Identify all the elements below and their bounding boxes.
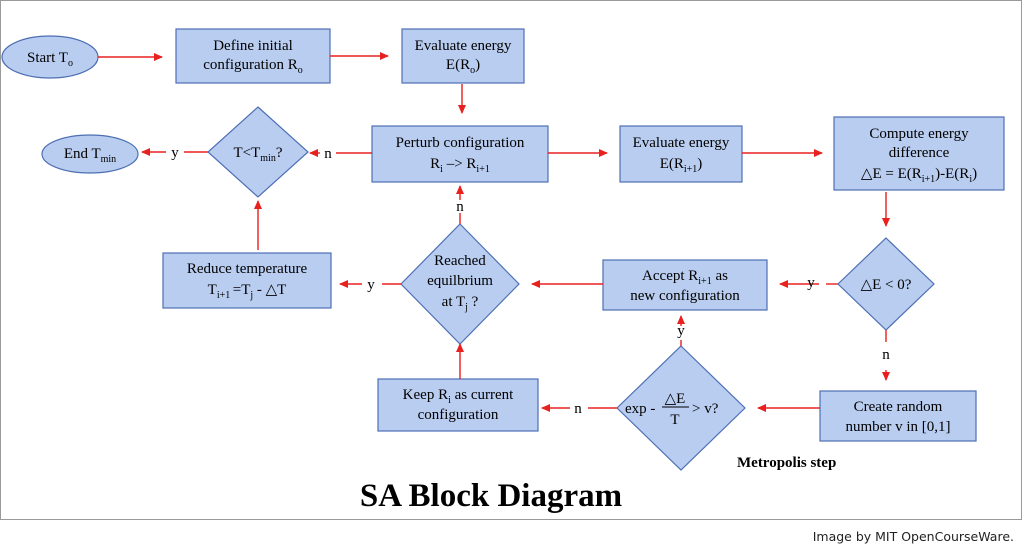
svg-text:at Tj ?: at Tj ? bbox=[442, 294, 479, 313]
yes-label-equilibrium: y bbox=[367, 277, 375, 293]
yes-label-end: y bbox=[171, 145, 179, 161]
no-label-metropolis: n bbox=[574, 401, 582, 417]
equilibrium-decision: Reached equilbrium at Tj ? bbox=[400, 223, 520, 345]
svg-text:exp -: exp - bbox=[625, 401, 655, 417]
keep-configuration-box: Keep Ri as current configuration bbox=[377, 378, 539, 432]
perturb-configuration-box: Perturb configuration Ri –> Ri+1 bbox=[371, 125, 549, 183]
no-label-comparison: n bbox=[882, 347, 890, 363]
svg-text:configuration Ro: configuration Ro bbox=[203, 57, 303, 76]
svg-text:Ri –> Ri+1: Ri –> Ri+1 bbox=[430, 156, 490, 175]
svg-text:End Tmin: End Tmin bbox=[64, 146, 116, 165]
define-configuration-box: Define initial configuration Ro bbox=[175, 28, 331, 84]
svg-text:△E < 0?: △E < 0? bbox=[861, 277, 912, 293]
svg-text:Start To: Start To bbox=[27, 50, 73, 69]
random-number-box: Create random number v in [0,1] bbox=[819, 390, 977, 442]
svg-text:equilbrium: equilbrium bbox=[427, 273, 493, 289]
svg-text:T: T bbox=[670, 412, 679, 428]
accept-configuration-box: Accept Ri+1 as new configuration bbox=[602, 259, 768, 311]
svg-text:E(Ro): E(Ro) bbox=[446, 57, 480, 76]
svg-text:configuration: configuration bbox=[418, 407, 499, 423]
svg-text:Reduce temperature: Reduce temperature bbox=[187, 261, 308, 277]
evaluate-energy-initial-box: Evaluate energy E(Ro) bbox=[401, 28, 525, 84]
yes-label-metropolis: y bbox=[677, 323, 685, 339]
svg-text:Compute energy: Compute energy bbox=[869, 126, 969, 142]
metropolis-step-caption: Metropolis step bbox=[737, 455, 836, 471]
no-label-equilibrium: n bbox=[456, 199, 464, 215]
start-node: Start To bbox=[1, 35, 99, 79]
image-credit: Image by MIT OpenCourseWare. bbox=[812, 529, 1014, 544]
svg-text:Reached: Reached bbox=[434, 253, 486, 269]
svg-text:Keep Ri as current: Keep Ri as current bbox=[403, 387, 514, 406]
svg-text:Define initial: Define initial bbox=[213, 38, 293, 54]
svg-text:new configuration: new configuration bbox=[630, 288, 740, 304]
svg-text:Perturb configuration: Perturb configuration bbox=[396, 135, 525, 151]
end-node: End Tmin bbox=[41, 134, 139, 174]
svg-text:Accept Ri+1 as: Accept Ri+1 as bbox=[642, 268, 728, 287]
temperature-check-decision: T<Tmin? bbox=[207, 106, 309, 198]
metropolis-decision: exp - △E T > v? bbox=[616, 345, 746, 471]
svg-text:difference: difference bbox=[889, 145, 950, 161]
energy-comparison-decision: △E < 0? bbox=[837, 237, 935, 331]
no-label-temperature: n bbox=[324, 146, 332, 162]
svg-text:Evaluate energy: Evaluate energy bbox=[633, 135, 730, 151]
diagram-title: SA Block Diagram bbox=[359, 478, 623, 514]
reduce-temperature-box: Reduce temperature Ti+1 =Tj - △T bbox=[162, 252, 332, 309]
sa-flowchart: Start To Define initial configuration Ro… bbox=[1, 28, 1005, 471]
svg-text:△E = E(Ri+1)-E(Ri): △E = E(Ri+1)-E(Ri) bbox=[861, 166, 977, 185]
evaluate-energy-next-box: Evaluate energy E(Ri+1) bbox=[619, 125, 743, 183]
svg-text:Create random: Create random bbox=[854, 399, 943, 415]
diagram-frame bbox=[0, 0, 1022, 520]
svg-text:△E: △E bbox=[665, 391, 686, 407]
svg-text:T<Tmin?: T<Tmin? bbox=[233, 145, 282, 164]
svg-text:Ti+1 =Tj - △T: Ti+1 =Tj - △T bbox=[208, 282, 287, 301]
svg-text:Evaluate energy: Evaluate energy bbox=[415, 38, 512, 54]
svg-text:> v?: > v? bbox=[692, 401, 719, 417]
svg-text:E(Ri+1): E(Ri+1) bbox=[660, 156, 703, 175]
yes-label-comparison: y bbox=[807, 275, 815, 291]
svg-text:number v in [0,1]: number v in [0,1] bbox=[846, 419, 951, 435]
compute-energy-difference-box: Compute energy difference △E = E(Ri+1)-E… bbox=[833, 116, 1005, 191]
